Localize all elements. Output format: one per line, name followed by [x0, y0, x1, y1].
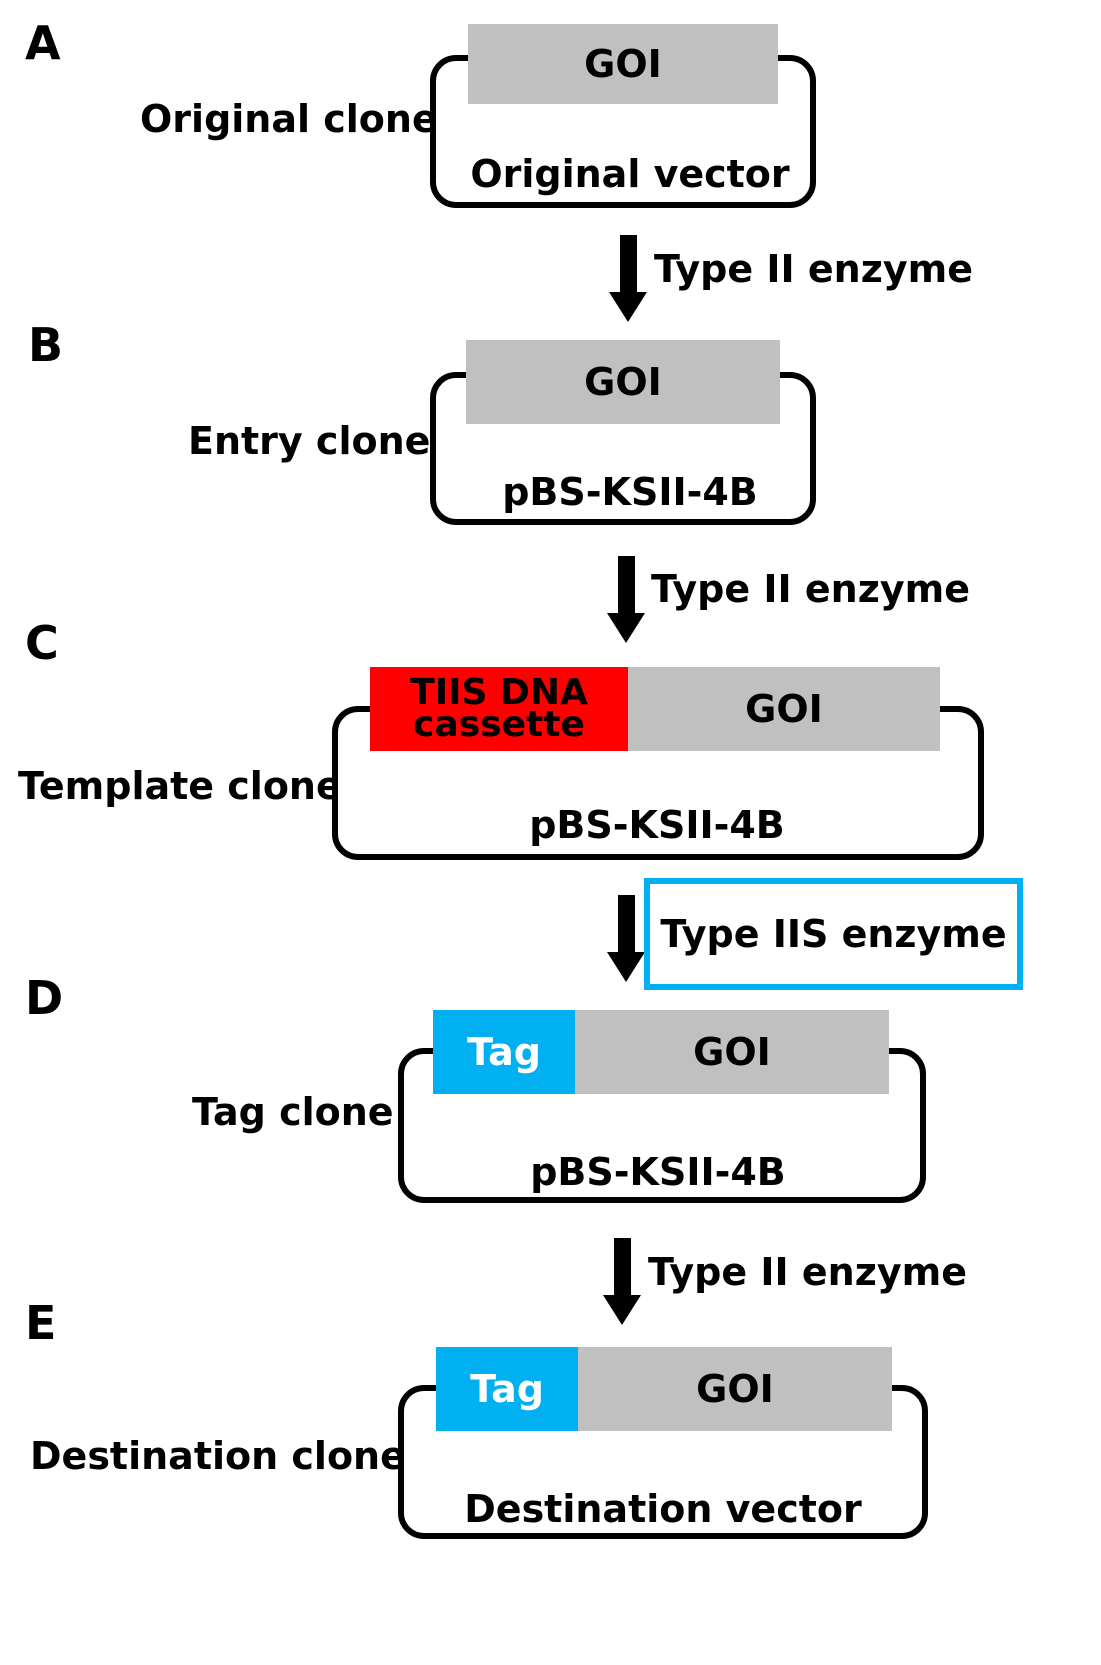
enzyme-label-ab: Type II enzyme	[654, 247, 973, 291]
vector-label-d: pBS-KSII-4B	[530, 1150, 786, 1194]
vector-label-a: Original vector	[470, 152, 790, 196]
panel-letter-a: A	[25, 16, 61, 70]
enzyme-label-bc: Type II enzyme	[651, 567, 970, 611]
vector-label-e: Destination vector	[464, 1487, 862, 1531]
panel-letter-c: C	[25, 616, 59, 670]
panel-letter-b: B	[28, 318, 64, 372]
goi-box-a: GOI	[468, 24, 778, 104]
goi-box-c: GOI	[628, 667, 940, 751]
arrow-de-head	[603, 1295, 641, 1325]
cassette-line-1: TIIS DNA	[410, 672, 588, 713]
arrow-cd-shaft	[618, 895, 635, 953]
enzyme-label-de: Type II enzyme	[648, 1250, 967, 1294]
arrow-ab-head	[609, 292, 647, 322]
enzyme-highlight-box: Type IIS enzyme	[644, 878, 1023, 990]
clone-label-d: Tag clone	[192, 1090, 394, 1134]
enzyme-label-cd: Type IIS enzyme	[660, 912, 1007, 956]
tag-box-e: Tag	[436, 1347, 578, 1431]
arrow-ab-shaft	[620, 235, 637, 293]
arrow-de-shaft	[614, 1238, 631, 1296]
goi-box-e: GOI	[578, 1347, 892, 1431]
goi-box-d: GOI	[575, 1010, 889, 1094]
clone-label-e: Destination clone	[30, 1434, 406, 1478]
arrow-bc-head	[607, 613, 645, 643]
panel-letter-d: D	[25, 971, 64, 1025]
vector-label-c: pBS-KSII-4B	[529, 803, 785, 847]
clone-label-b: Entry clone	[188, 419, 431, 463]
arrow-cd-head	[607, 952, 645, 982]
clone-label-c: Template clone	[18, 764, 342, 808]
tiis-cassette-box: TIIS DNA cassette	[370, 667, 628, 751]
arrow-bc-shaft	[618, 556, 635, 614]
panel-letter-e: E	[25, 1296, 57, 1350]
cassette-line-2: cassette	[413, 704, 585, 745]
goi-box-b: GOI	[466, 340, 780, 424]
tag-box-d: Tag	[433, 1010, 575, 1094]
clone-label-a: Original clone	[140, 97, 438, 141]
vector-label-b: pBS-KSII-4B	[502, 470, 758, 514]
